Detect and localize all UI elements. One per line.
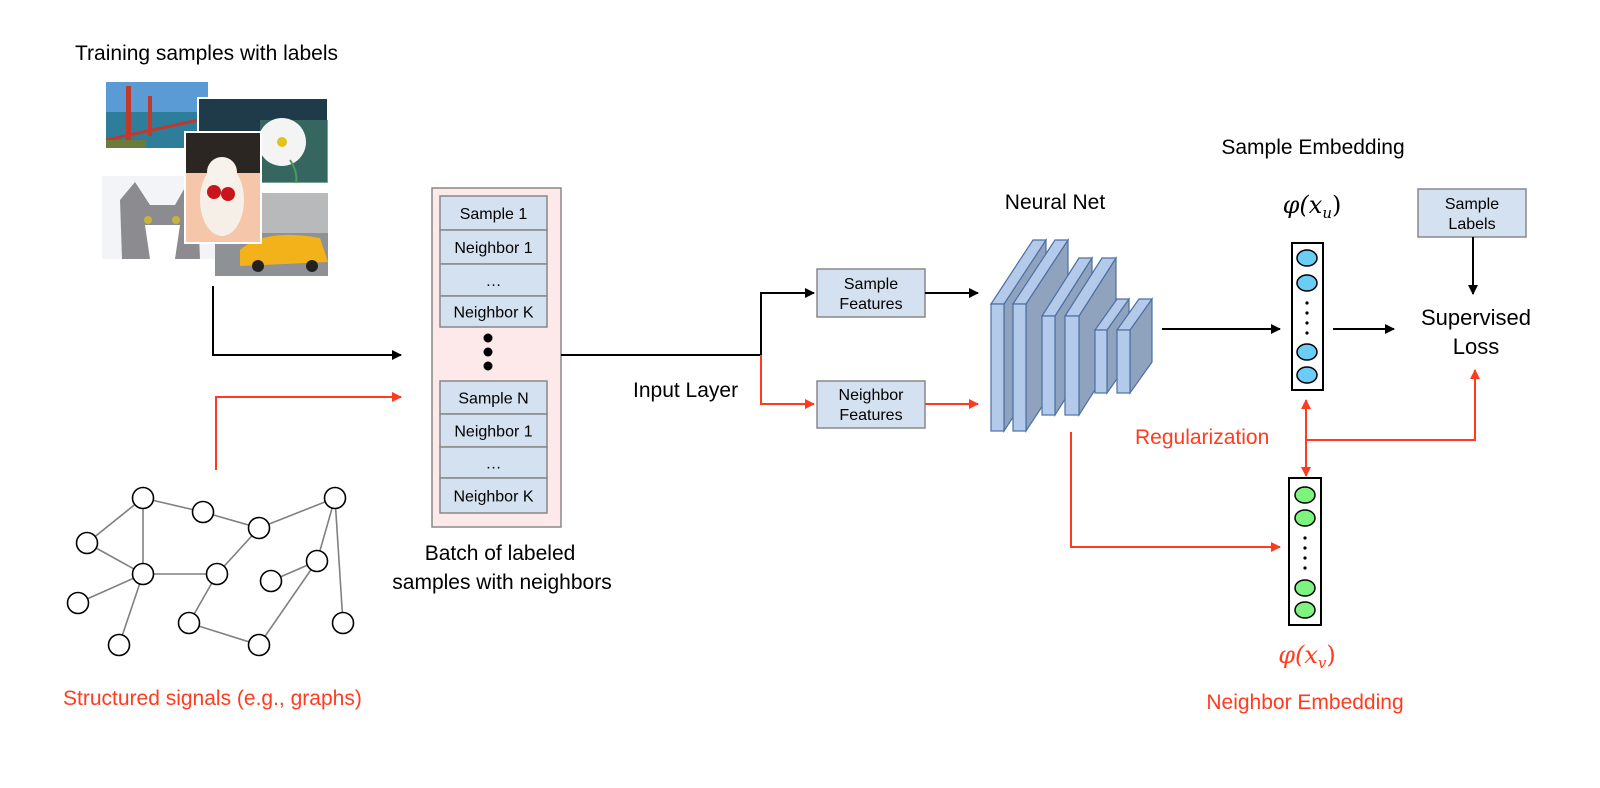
- sample-features-box: Sample Features: [816, 268, 926, 318]
- batch-cell-label: …: [486, 273, 502, 290]
- regularization-label: Regularization: [1135, 426, 1269, 449]
- sample-embedding-vector: [1291, 242, 1324, 391]
- neural-net-layers: [989, 237, 1154, 434]
- neighbor-embedding-label: Neighbor Embedding: [1206, 691, 1403, 714]
- ellipsis-dot: [1305, 311, 1309, 315]
- ellipsis-dot: [1303, 536, 1307, 540]
- batch-cell: [439, 380, 548, 415]
- graph-node: [305, 549, 329, 573]
- images-to-batch-arrow: [212, 286, 402, 360]
- ellipsis-dot: [483, 333, 493, 343]
- training-images-collage: [102, 82, 329, 276]
- input-layer-label: Input Layer: [633, 379, 738, 402]
- graph-edge: [188, 622, 260, 646]
- neighbor-embedding-unit: [1294, 486, 1316, 504]
- graph-edge: [77, 573, 144, 604]
- graph-node: [323, 486, 347, 510]
- sample-embedding-label: Sample Embedding: [1221, 136, 1404, 159]
- nn-layer: [1115, 297, 1154, 395]
- graph-edge: [86, 497, 144, 544]
- neighbor-embedding-formula: φ(xv): [1278, 641, 1336, 672]
- batch-cell-label: Sample N: [458, 391, 528, 408]
- graph-node: [259, 569, 283, 593]
- structured-signals-label: Structured signals (e.g., graphs): [63, 687, 362, 710]
- batch-cell-label: …: [486, 456, 502, 473]
- structured-signals-graph: [66, 486, 355, 657]
- graph-node: [66, 591, 90, 615]
- sample-embedding-frame: [1291, 242, 1324, 391]
- graph-edge: [258, 497, 336, 529]
- ellipsis-dot: [483, 347, 493, 357]
- batch-to-sample-features-arrow: [561, 288, 815, 356]
- ellipsis-dot: [1303, 546, 1307, 550]
- batch-cell: [439, 229, 548, 265]
- batch-cell-label: Neighbor 1: [454, 424, 532, 441]
- batch-label-line1: Batch of labeled: [425, 542, 576, 565]
- neighbor-features-line2: Features: [839, 407, 902, 424]
- batch-cell-label: Sample 1: [460, 206, 528, 223]
- batch-cell: [439, 477, 548, 514]
- batch-cell: [439, 263, 548, 297]
- ellipsis-dot: [1305, 321, 1309, 325]
- sample-embedding-unit: [1296, 249, 1318, 267]
- graph-node: [131, 562, 155, 586]
- sample-features-line2: Features: [839, 296, 902, 313]
- sample-labels-box: Sample Labels: [1417, 188, 1527, 238]
- graph-node: [75, 531, 99, 555]
- neural-net-label: Neural Net: [1005, 191, 1106, 214]
- ellipsis-dot: [483, 361, 493, 371]
- graph-node: [177, 611, 201, 635]
- sample-labels-line2: Labels: [1448, 216, 1495, 233]
- neighbor-embedding-unit: [1294, 579, 1316, 597]
- ellipsis-dot: [1305, 301, 1309, 305]
- batch-cell-label: Neighbor K: [453, 305, 533, 322]
- supervised-loss-line2: Loss: [1453, 334, 1499, 359]
- neighbor-features-box: Neighbor Features: [816, 380, 926, 429]
- batch-label-line2: samples with neighbors: [392, 571, 611, 594]
- batch-cell-label: Neighbor K: [453, 489, 533, 506]
- sample-embedding-formula: φ(xu): [1283, 191, 1342, 222]
- training-samples-title: Training samples with labels: [75, 42, 338, 65]
- golden-gate-bridge-photo: [105, 82, 209, 148]
- sample-embedding-unit: [1296, 274, 1318, 292]
- sample-features-line1: Sample: [844, 276, 898, 293]
- graph-node: [247, 516, 271, 540]
- ellipsis-dot: [1305, 331, 1309, 335]
- batch-group-1: Sample 1 Neighbor 1 … Neighbor K: [439, 195, 548, 328]
- graph-edge: [118, 573, 144, 646]
- nn-to-neighbor-embedding-arrow: [1070, 432, 1281, 552]
- graph-node: [205, 562, 229, 586]
- graph-node: [331, 611, 355, 635]
- sample-labels-line1: Sample: [1445, 196, 1499, 213]
- graph-node: [191, 500, 215, 524]
- batch-cell: [439, 195, 548, 231]
- batch-to-neighbor-features-arrow: [760, 355, 815, 409]
- batch-box: Sample 1 Neighbor 1 … Neighbor K Sample N Ne…: [431, 187, 562, 528]
- graph-node: [247, 633, 271, 657]
- regularization-to-loss-arrow: [1306, 369, 1480, 441]
- sample-embedding-unit: [1296, 343, 1318, 361]
- bulldog-puppy-photo: [184, 131, 262, 244]
- sample-embedding-unit: [1296, 366, 1318, 384]
- graph-to-batch-arrow: [215, 392, 402, 470]
- ellipsis-dot: [1303, 556, 1307, 560]
- neighbor-embedding-unit: [1294, 509, 1316, 527]
- supervised-loss-line1: Supervised: [1421, 305, 1531, 330]
- batch-cell: [439, 295, 548, 328]
- neighbor-embedding-vector: [1288, 477, 1322, 626]
- batch-cell-label: Neighbor 1: [454, 240, 532, 257]
- neighbor-features-line1: Neighbor: [839, 387, 905, 404]
- graph-node: [131, 486, 155, 510]
- batch-group-2: Sample N Neighbor 1 … Neighbor K: [439, 380, 548, 514]
- neighbor-embedding-unit: [1294, 601, 1316, 619]
- graph-edge: [258, 560, 318, 646]
- graph-node: [107, 633, 131, 657]
- graph-edge: [334, 497, 344, 624]
- ellipsis-dot: [1303, 566, 1307, 570]
